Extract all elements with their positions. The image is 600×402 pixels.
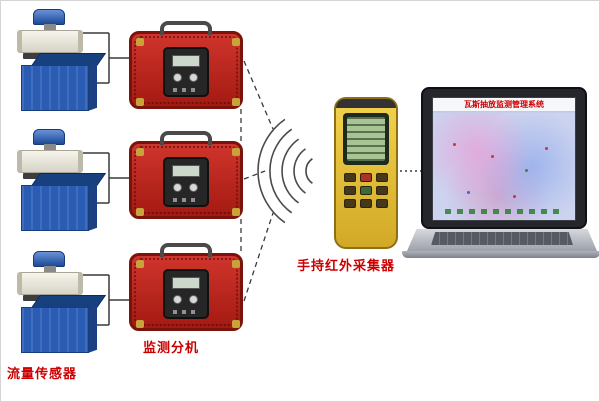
sensor-neck [44,24,56,31]
flow-sensor-head-1 [15,9,85,59]
keypad-button [344,173,356,182]
monitor-case-1 [129,21,243,109]
flow-sensor-tank-3 [21,295,107,353]
monitor-case-3 [129,243,243,331]
case-rivets [134,258,238,326]
sensor-body [17,30,83,53]
keypad-button [376,199,388,208]
sensor-body [17,150,83,173]
case-rivets [134,36,238,104]
screen-data-rows [445,209,563,214]
panel-screen [172,165,200,177]
infrared-window [336,99,396,108]
laptop-screen-title: 瓦斯抽放监测管理系统 [433,98,575,112]
sensor-body [17,272,83,295]
keypad-button [360,186,372,195]
keypad-button [360,173,372,182]
case-instrument-panel [163,157,209,207]
case-corner-clips [136,260,144,268]
handheld-screen [343,113,389,165]
case-rivets [134,146,238,214]
tank-front-face [21,65,89,111]
panel-knob [189,295,198,304]
laptop-screen-content [433,113,575,220]
panel-knob [173,295,182,304]
panel-knob [189,183,198,192]
handheld-lcd [347,117,385,161]
tank-side-face [88,304,97,353]
keypad-button [376,186,388,195]
panel-screen [172,277,200,289]
monitor-unit-label: 监测分机 [143,340,200,355]
tank-front-face [21,185,89,231]
keypad-button [376,173,388,182]
case-instrument-panel [163,269,209,319]
laptop-front-edge [402,251,599,258]
flow-sensor-head-2 [15,129,85,179]
sensor-cap [33,9,65,25]
panel-knob [173,183,182,192]
case-handle-icon [160,243,212,257]
panel-knob [189,73,198,82]
screen-data-dots [453,143,456,146]
flow-sensor-tank-1 [21,53,107,111]
sensor-cap [33,251,65,267]
flow-sensor-label: 流量传感器 [7,366,78,381]
laptop-display: 瓦斯抽放监测管理系统 [432,97,576,221]
handheld-collector-device [334,97,398,249]
panel-knob [173,73,182,82]
panel-buttons [173,198,199,202]
tank-side-face [88,182,97,231]
sensor-cap [33,129,65,145]
panel-buttons [173,88,199,92]
panel-buttons [173,310,199,314]
flow-sensor-tank-2 [21,173,107,231]
sensor-neck [44,266,56,273]
tank-front-face [21,307,89,353]
tank-side-face [88,62,97,111]
laptop-screen-frame: 瓦斯抽放监测管理系统 [421,87,587,229]
case-handle-icon [160,21,212,35]
laptop-keyboard [431,232,573,245]
sensor-neck [44,144,56,151]
handheld-collector-label: 手持红外采集器 [297,258,396,273]
keypad-button [344,199,356,208]
handheld-keypad [343,173,389,239]
flow-sensor-head-3 [15,251,85,301]
case-handle-icon [160,131,212,145]
dashed-link-lines [240,60,274,302]
wireless-waves-icon [257,118,313,224]
case-instrument-panel [163,47,209,97]
case-corner-clips [136,148,144,156]
monitor-case-2 [129,131,243,219]
case-corner-clips [136,38,144,46]
keypad-button [360,199,372,208]
keypad-button [344,186,356,195]
panel-screen [172,55,200,67]
